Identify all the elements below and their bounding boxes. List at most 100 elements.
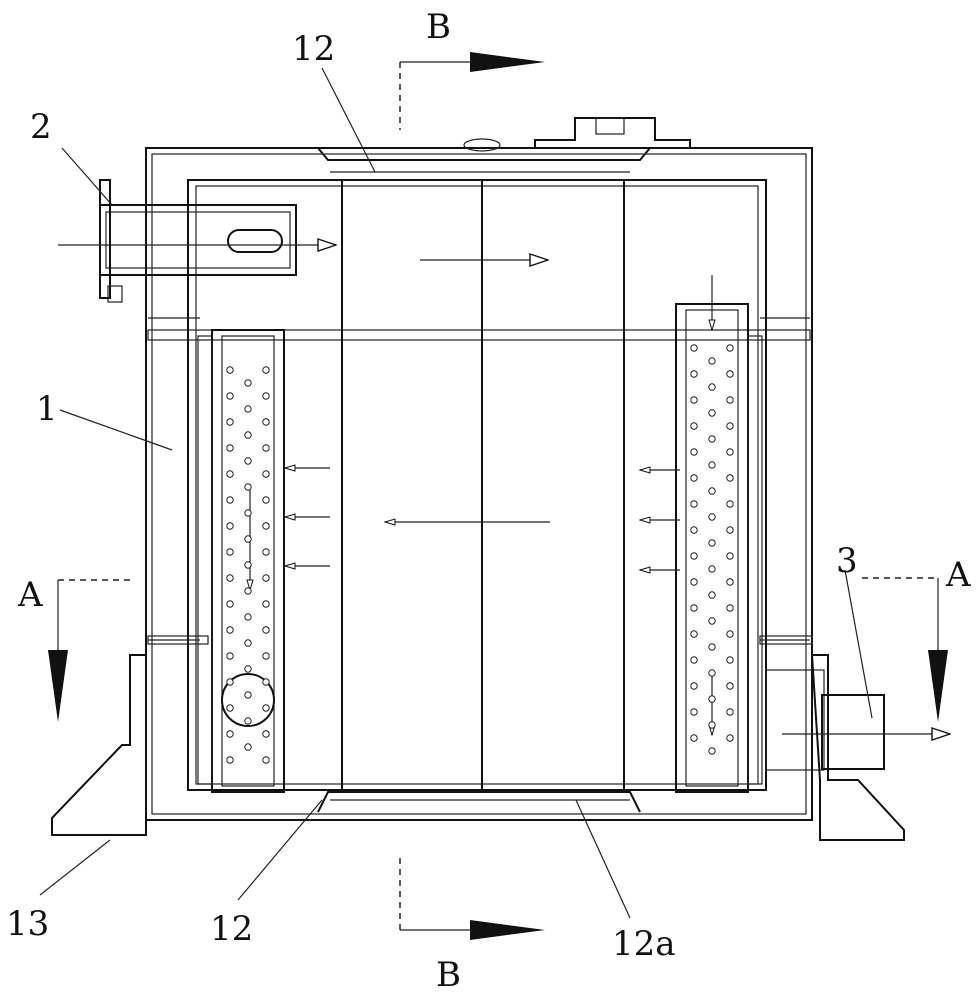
- perforation-hole: [690, 526, 698, 534]
- perforation-hole: [690, 682, 698, 690]
- inner-core: [147, 179, 813, 813]
- perforation-hole: [726, 734, 734, 742]
- perforation-hole: [726, 370, 734, 378]
- perforation-hole: [690, 734, 698, 742]
- perforation-hole: [708, 747, 716, 755]
- perforation-hole: [262, 652, 270, 660]
- label-part-12a: 12a: [612, 924, 676, 964]
- right-perforated-tube: [640, 275, 763, 793]
- perforation-hole: [690, 344, 698, 352]
- perforation-hole: [690, 448, 698, 456]
- perforation-hole: [726, 396, 734, 404]
- part-labels: 2 1 3 12 12 12a 13 A A B B: [6, 7, 971, 995]
- perforation-hole: [262, 704, 270, 712]
- label-part-2: 2: [30, 107, 52, 147]
- leader-lines: [39, 67, 873, 919]
- perforation-hole: [244, 613, 252, 621]
- label-section-b-bottom: B: [436, 955, 461, 995]
- perforation-hole: [726, 682, 734, 690]
- perforation-hole: [226, 600, 234, 608]
- perforation-hole: [226, 392, 234, 400]
- perforation-hole: [726, 630, 734, 638]
- perforation-hole: [690, 396, 698, 404]
- perforation-hole: [726, 604, 734, 612]
- perforation-hole: [690, 656, 698, 664]
- perforation-hole: [262, 626, 270, 634]
- outer-housing: [145, 117, 813, 821]
- perforation-hole: [244, 717, 252, 725]
- perforation-hole: [262, 496, 270, 504]
- perforation-hole: [262, 470, 270, 478]
- perforation-hole: [244, 535, 252, 543]
- perforation-hole: [726, 344, 734, 352]
- label-part-3: 3: [836, 541, 858, 581]
- perforation-hole: [690, 370, 698, 378]
- perforation-hole: [708, 383, 716, 391]
- inlet-pipe: [58, 179, 336, 303]
- perforation-hole: [726, 500, 734, 508]
- perforation-hole: [226, 418, 234, 426]
- perforation-hole: [244, 691, 252, 699]
- perforation-hole: [226, 756, 234, 764]
- perforation-hole: [726, 422, 734, 430]
- perforation-hole: [226, 704, 234, 712]
- perforation-hole: [708, 513, 716, 521]
- perforation-hole: [726, 552, 734, 560]
- perforation-hole: [262, 756, 270, 764]
- perforation-hole: [690, 474, 698, 482]
- perforation-hole: [226, 652, 234, 660]
- perforation-hole: [226, 496, 234, 504]
- perforation-hole: [262, 522, 270, 530]
- perforation-hole: [226, 444, 234, 452]
- perforation-hole: [244, 431, 252, 439]
- perforation-hole: [690, 604, 698, 612]
- perforation-hole: [226, 470, 234, 478]
- perforation-hole: [262, 574, 270, 582]
- perforation-hole: [690, 500, 698, 508]
- perforation-hole: [262, 600, 270, 608]
- perforation-hole: [226, 626, 234, 634]
- label-section-a-right: A: [945, 555, 971, 595]
- perforation-hole: [226, 730, 234, 738]
- perforation-hole: [708, 669, 716, 677]
- perforation-hole: [244, 457, 252, 465]
- perforation-hole: [244, 639, 252, 647]
- perforation-hole: [262, 548, 270, 556]
- perforation-hole: [244, 405, 252, 413]
- perforation-hole: [690, 708, 698, 716]
- outlet-pipe: [765, 669, 950, 771]
- label-part-1: 1: [36, 389, 58, 429]
- perforation-hole: [262, 444, 270, 452]
- perforation-hole: [262, 392, 270, 400]
- perforation-hole: [726, 578, 734, 586]
- perforation-hole: [244, 743, 252, 751]
- base-bracket-right: [810, 654, 905, 841]
- perforation-hole: [708, 565, 716, 573]
- perforation-hole: [226, 574, 234, 582]
- label-section-a-left: A: [17, 575, 43, 615]
- perforation-hole: [226, 548, 234, 556]
- perforation-hole: [226, 366, 234, 374]
- perforation-hole: [226, 678, 234, 686]
- perforation-hole: [708, 591, 716, 599]
- perforation-hole: [708, 721, 716, 729]
- perforation-hole: [690, 422, 698, 430]
- flow-arrows: [385, 260, 550, 522]
- perforation-hole: [244, 379, 252, 387]
- label-part-12-top: 12: [292, 29, 335, 69]
- perforation-hole: [726, 708, 734, 716]
- perforation-hole: [708, 539, 716, 547]
- perforation-hole: [690, 630, 698, 638]
- perforation-hole: [244, 665, 252, 673]
- perforation-hole: [726, 474, 734, 482]
- perforation-hole: [708, 487, 716, 495]
- left-perforated-tube: [197, 329, 330, 793]
- perforation-hole: [262, 366, 270, 374]
- perforation-hole: [726, 448, 734, 456]
- perforation-hole: [244, 509, 252, 517]
- perforation-hole: [262, 730, 270, 738]
- label-part-13: 13: [6, 904, 49, 944]
- perforation-hole: [244, 483, 252, 491]
- perforation-hole: [262, 678, 270, 686]
